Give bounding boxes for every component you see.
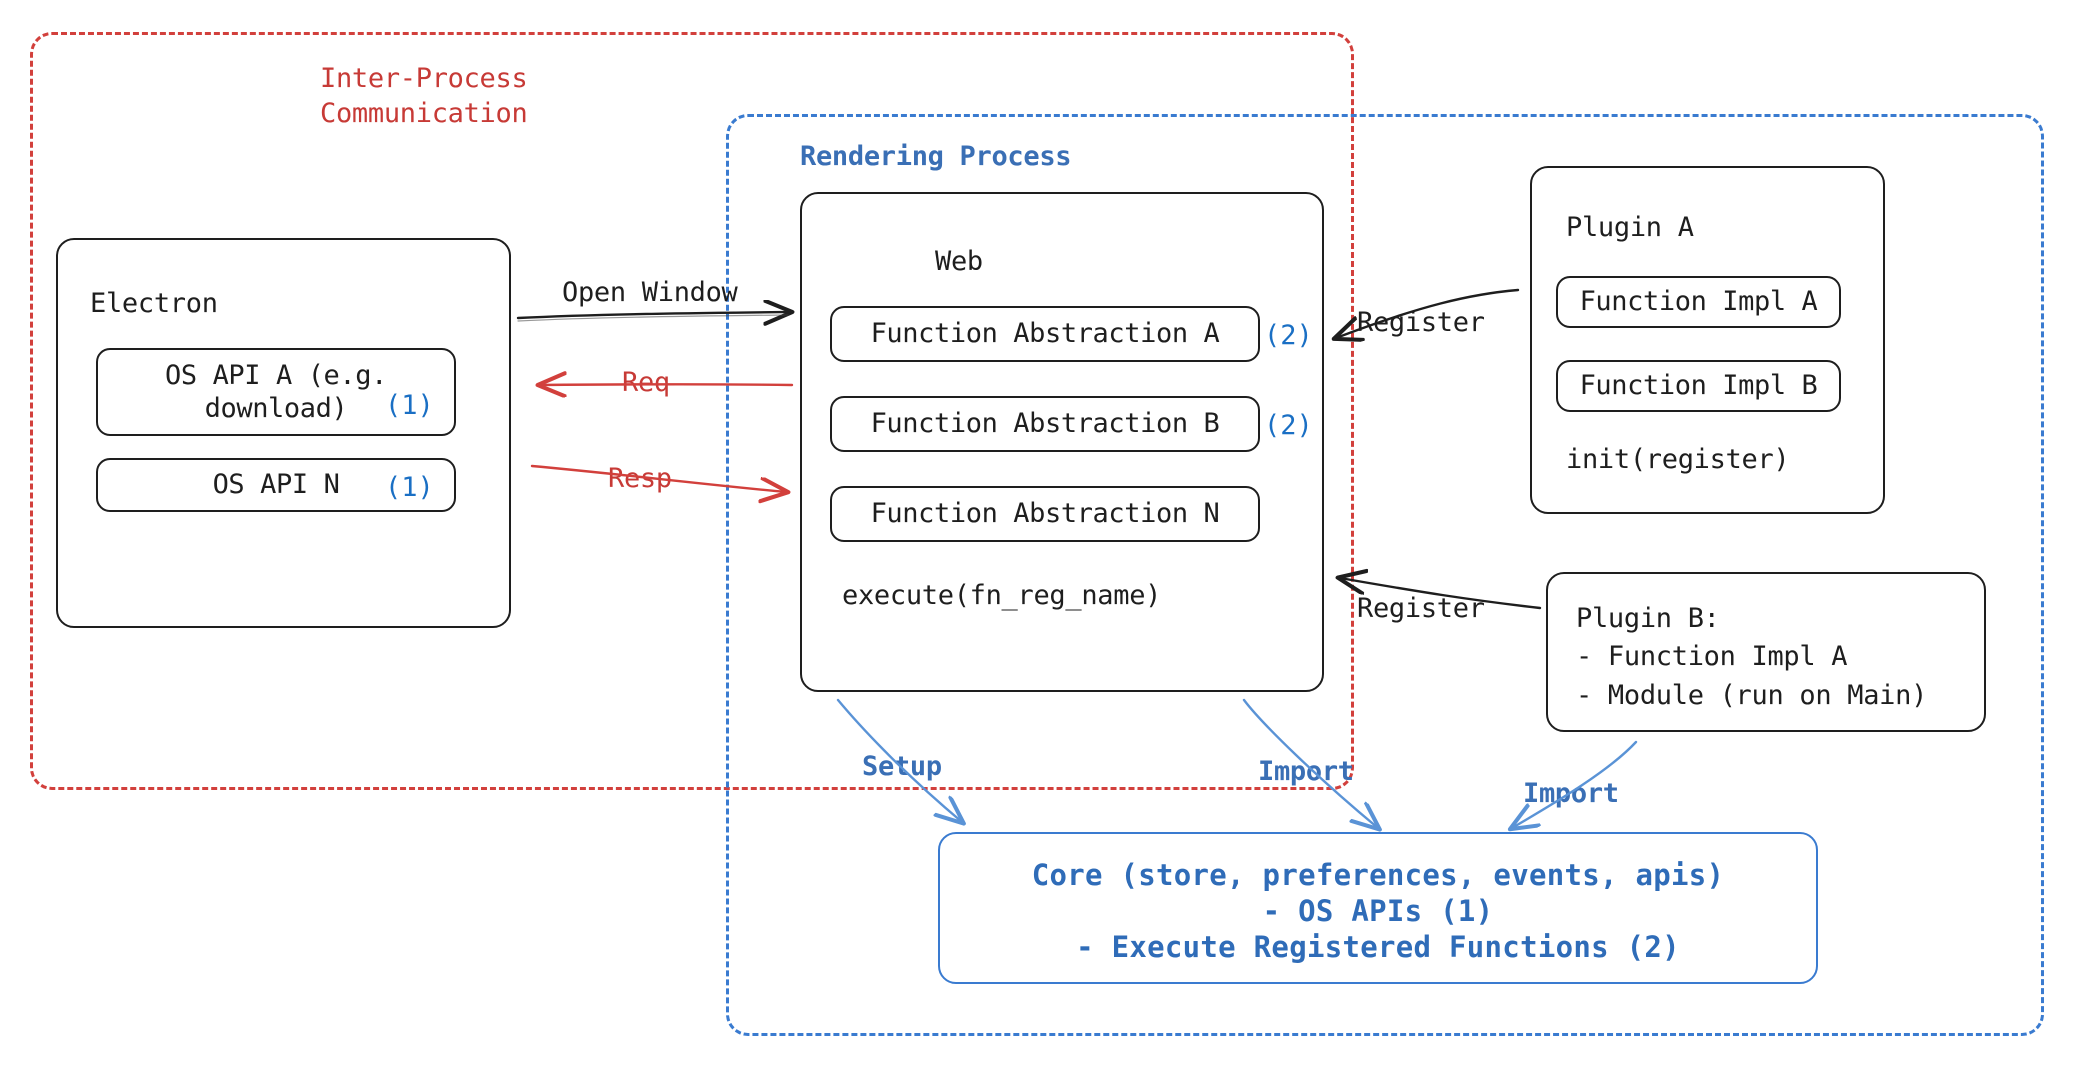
ipc-group-label: Inter-Process Communication [320,63,528,129]
import-plugin-arrow-label: Import [1523,778,1619,809]
function-abstraction-a-label: Function Abstraction A [870,318,1220,350]
core-line-3: - Execute Registered Functions (2) [1076,930,1680,964]
function-abstraction-a-box[interactable]: Function Abstraction A [830,306,1260,362]
function-abstraction-b-label: Function Abstraction B [870,408,1220,440]
os-api-a-box[interactable]: OS API A (e.g. download) [96,348,456,436]
plugin-a-box [1530,166,1885,514]
core-box: Core (store, preferences, events, apis) … [938,832,1818,984]
setup-arrow-label: Setup [862,751,942,782]
register-plugin-a-arrow-label: Register [1357,307,1485,338]
function-abstraction-n-label: Function Abstraction N [870,498,1220,530]
function-abstraction-b-badge: (2) [1264,410,1313,441]
os-api-a-badge: (1) [385,390,434,421]
req-arrow-label: Req [622,367,670,398]
plugin-b-box [1546,572,1986,732]
plugin-a-function-impl-b-label: Function Impl B [1579,370,1818,402]
rendering-process-boundary-group [726,114,2044,1036]
electron-title: Electron [90,288,218,319]
plugin-b-text: Plugin B: - Function Impl A - Module (ru… [1576,603,1928,711]
register-plugin-b-arrow-label: Register [1357,593,1485,624]
rendering-process-label: Rendering Process [800,141,1072,172]
plugin-a-init-signature: init(register) [1566,444,1790,475]
plugin-a-function-impl-b-box[interactable]: Function Impl B [1556,360,1841,412]
os-api-n-label: OS API N [212,469,340,501]
web-title: Web [935,246,983,277]
resp-arrow-label: Resp [608,463,672,494]
os-api-a-label: OS API A (e.g. download) [165,359,387,424]
web-execute-signature: execute(fn_reg_name) [842,580,1162,611]
function-abstraction-b-box[interactable]: Function Abstraction B [830,396,1260,452]
ipc-boundary-group [30,32,1354,790]
plugin-a-function-impl-a-box[interactable]: Function Impl A [1556,276,1841,328]
open-window-arrow-label: Open Window [562,277,738,308]
import-web-arrow-label: Import [1258,756,1354,787]
os-api-n-box[interactable]: OS API N [96,458,456,512]
plugin-a-title: Plugin A [1566,212,1694,243]
os-api-n-badge: (1) [385,472,434,503]
core-line-2: - OS APIs (1) [1262,894,1494,928]
core-line-1: Core (store, preferences, events, apis) [1031,858,1725,892]
function-abstraction-a-badge: (2) [1264,320,1313,351]
function-abstraction-n-box[interactable]: Function Abstraction N [830,486,1260,542]
plugin-a-function-impl-a-label: Function Impl A [1579,286,1818,318]
